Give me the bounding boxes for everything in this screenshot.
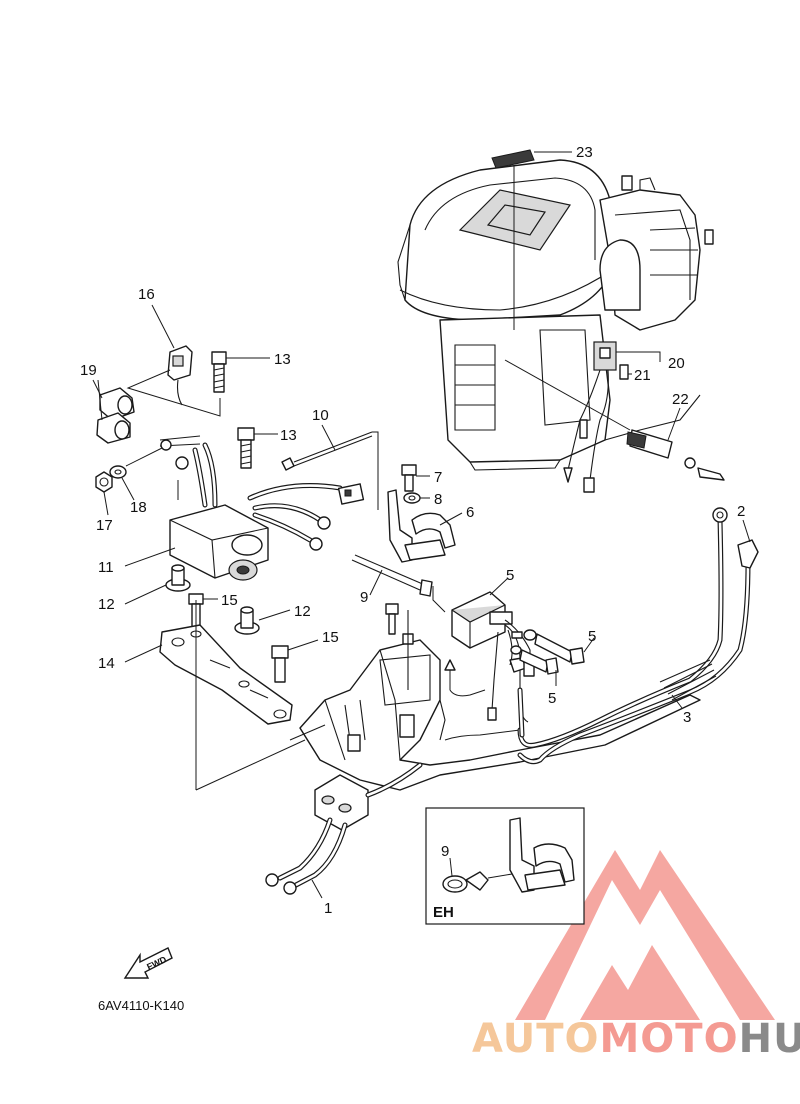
part-1-harness bbox=[265, 762, 423, 899]
part-16-sensor bbox=[126, 304, 221, 417]
part-11-rectifier bbox=[124, 435, 365, 581]
part-6-bracket bbox=[387, 489, 463, 613]
engine-base bbox=[289, 603, 701, 791]
part-8-washer bbox=[403, 492, 430, 504]
callout-14: 14 bbox=[98, 655, 115, 672]
part-20-coupler bbox=[563, 341, 661, 493]
callout-17: 17 bbox=[96, 517, 113, 534]
inset-eh-label: EH bbox=[433, 904, 454, 921]
part-19-grommet bbox=[92, 379, 135, 444]
svg-text:AUTOMOTOHUB: AUTOMOTOHUB bbox=[472, 1016, 800, 1062]
callout-9-a: 9 bbox=[360, 589, 368, 606]
callout-15-a: 15 bbox=[221, 592, 238, 609]
fwd-arrow-icon: FWD bbox=[123, 947, 173, 979]
diagram-code: 6AV4110-K140 bbox=[98, 998, 184, 1013]
callout-12-a: 12 bbox=[98, 596, 115, 613]
callout-1: 1 bbox=[324, 900, 332, 917]
part-9-cable-tie bbox=[351, 554, 433, 597]
callout-labels: 23 20 21 22 16 13 19 10 13 7 8 6 18 17 2… bbox=[80, 144, 745, 1013]
callout-2: 2 bbox=[737, 503, 745, 520]
callout-8: 8 bbox=[434, 491, 442, 508]
part-12-collar bbox=[124, 564, 291, 635]
callout-20: 20 bbox=[668, 355, 685, 372]
part-14-bracket bbox=[124, 600, 306, 791]
part-3-cable bbox=[517, 507, 759, 765]
callout-9-b: 9 bbox=[441, 843, 449, 860]
callout-5-a: 5 bbox=[588, 628, 596, 645]
watermark-logo-icon bbox=[515, 850, 775, 1020]
part-5-screw bbox=[510, 629, 595, 686]
callout-22: 22 bbox=[672, 391, 689, 408]
callout-5-b: 5 bbox=[548, 690, 556, 707]
callout-11: 11 bbox=[98, 559, 114, 576]
callout-18: 18 bbox=[130, 499, 147, 516]
part-13-bolt bbox=[211, 351, 278, 469]
callout-15-b: 15 bbox=[322, 629, 339, 646]
callout-4: 5 bbox=[506, 567, 514, 584]
callout-13-a: 13 bbox=[274, 351, 291, 368]
callout-16: 16 bbox=[138, 286, 155, 303]
callout-23: 23 bbox=[576, 144, 593, 161]
watermark-text: AUTOMOTOHUB bbox=[472, 1016, 800, 1062]
part-10-cable-tie bbox=[281, 424, 379, 510]
callout-7: 7 bbox=[434, 469, 442, 486]
watermark-moto: MOTO bbox=[600, 1016, 739, 1062]
part-18-washer bbox=[109, 444, 169, 501]
engine-block bbox=[397, 159, 714, 471]
watermark-auto: AUTO bbox=[472, 1016, 600, 1062]
part-4-relay bbox=[444, 577, 535, 723]
callout-10: 10 bbox=[312, 407, 329, 424]
callout-12-b: 12 bbox=[294, 603, 311, 620]
watermark-hub: HUB bbox=[739, 1016, 800, 1062]
inset-eh bbox=[425, 807, 585, 925]
callout-6: 6 bbox=[466, 504, 474, 521]
callout-19: 19 bbox=[80, 362, 97, 379]
part-22-clamp bbox=[504, 359, 725, 481]
part-17-nut bbox=[95, 471, 113, 516]
callout-21: 21 bbox=[634, 367, 651, 384]
part-7-bolt bbox=[401, 464, 430, 492]
callout-3: 3 bbox=[683, 709, 691, 726]
callout-13-b: 13 bbox=[280, 427, 297, 444]
part-23-clip bbox=[491, 149, 572, 330]
